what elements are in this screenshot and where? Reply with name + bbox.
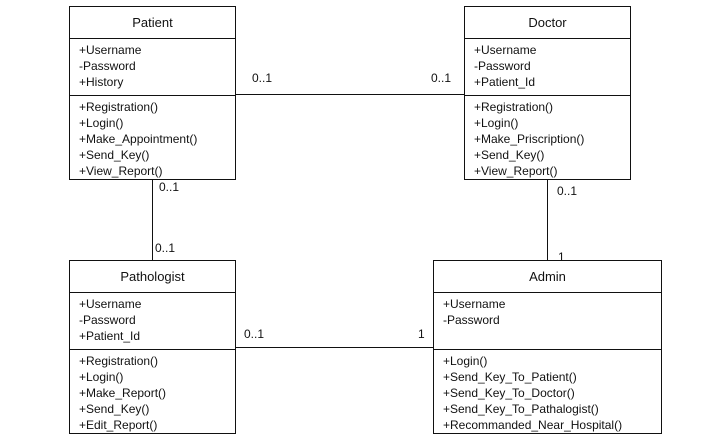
attribute: -Password (443, 313, 500, 327)
operation: +Login() (79, 116, 124, 130)
operation: +Registration() (474, 100, 554, 114)
operations-section: +Login() +Send_Key_To_Patient() +Send_Ke… (434, 350, 661, 433)
class-name: Admin (434, 261, 661, 293)
attributes-section: +Username -Password +History (70, 39, 235, 96)
multiplicity-patient-pathologist-patient-end: 0..1 (159, 180, 180, 194)
attribute: +Username (443, 297, 506, 311)
operation: +Send_Key_To_Patient() (443, 370, 577, 384)
attribute: +Username (79, 43, 142, 57)
operation: +Make_Report() (79, 386, 167, 400)
operations-section: +Registration() +Login() +Make_Report() … (70, 350, 235, 433)
attributes-section: +Username -Password +Patient_Id (70, 293, 235, 350)
operation: +Login() (443, 354, 488, 368)
operation: +Login() (474, 116, 519, 130)
attribute: +Patient_Id (474, 75, 536, 89)
multiplicity-doctor-admin-admin-end: 1 (558, 250, 565, 264)
multiplicity-pathologist-admin-admin-end: 1 (418, 327, 425, 341)
operation: +View_Report() (79, 164, 163, 178)
operation: +Make_Priscription() (474, 132, 585, 146)
multiplicity-patient-doctor-doctor-end: 0..1 (431, 71, 452, 85)
attribute: -Password (79, 59, 136, 73)
operation: +Send_Key() (79, 402, 150, 416)
operation: +Registration() (79, 100, 159, 114)
multiplicity-patient-doctor-patient-end: 0..1 (252, 71, 273, 85)
operations-section: +Registration() +Login() +Make_Appointme… (70, 96, 235, 179)
attributes-section: +Username -Password (434, 293, 661, 350)
attribute: -Password (474, 59, 531, 73)
class-name: Pathologist (70, 261, 235, 293)
operation: +Recommanded_Near_Hospital() (443, 418, 623, 432)
class-doctor[interactable]: Doctor +Username -Password +Patient_Id +… (464, 6, 631, 180)
operations-section: +Registration() +Login() +Make_Priscript… (465, 96, 630, 179)
attribute: +Username (79, 297, 142, 311)
attribute: +Patient_Id (79, 329, 141, 343)
attribute: +Username (474, 43, 537, 57)
multiplicity-patient-pathologist-pathologist-end: 0..1 (155, 241, 176, 255)
operation: +Send_Key() (79, 148, 150, 162)
operation: +Send_Key_To_Pathalogist() (443, 402, 599, 416)
operation: +Edit_Report() (79, 418, 158, 432)
attribute: -Password (79, 313, 136, 327)
class-name: Patient (70, 7, 235, 39)
class-pathologist[interactable]: Pathologist +Username -Password +Patient… (69, 260, 236, 434)
class-name: Doctor (465, 7, 630, 39)
operation: +Login() (79, 370, 124, 384)
operation: +Registration() (79, 354, 159, 368)
attributes-section: +Username -Password +Patient_Id (465, 39, 630, 96)
association-patient-pathologist (152, 179, 153, 261)
class-patient[interactable]: Patient +Username -Password +History +Re… (69, 6, 236, 180)
attribute: +History (79, 75, 124, 89)
multiplicity-doctor-admin-doctor-end: 0..1 (557, 184, 578, 198)
operation: +Send_Key() (474, 148, 545, 162)
association-pathologist-admin (235, 347, 433, 348)
association-doctor-admin (547, 179, 548, 261)
class-admin[interactable]: Admin +Username -Password +Login() +Send… (433, 260, 662, 434)
operation: +View_Report() (474, 164, 558, 178)
association-patient-doctor (235, 94, 465, 95)
multiplicity-pathologist-admin-pathologist-end: 0..1 (244, 327, 265, 341)
operation: +Make_Appointment() (79, 132, 198, 146)
operation: +Send_Key_To_Doctor() (443, 386, 575, 400)
